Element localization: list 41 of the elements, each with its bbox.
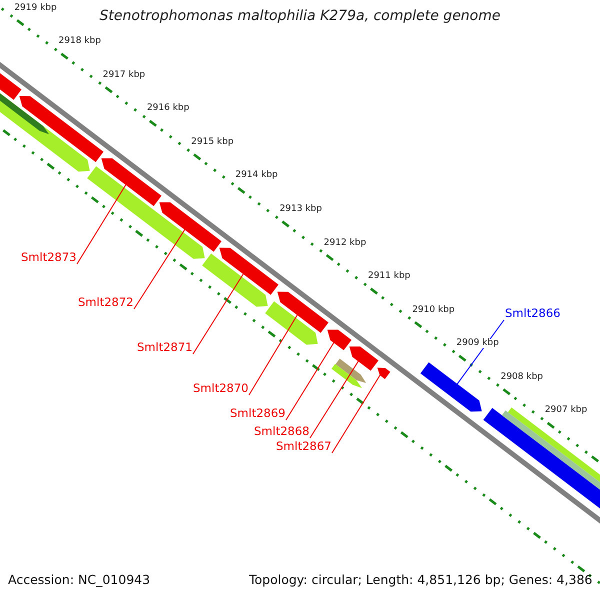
tick-label: 2907 kbp (544, 406, 588, 416)
tick-label: 2919 kbp (13, 4, 58, 13)
gene-label: Smlt2870 (193, 383, 248, 394)
leader-line (134, 228, 186, 310)
tick-label: 2908 kbp (500, 372, 544, 382)
tick-label: 2913 kbp (278, 205, 323, 214)
tick-label: 2914 kbp (234, 171, 279, 180)
leader-line (248, 314, 298, 396)
tick-label: 2912 kbp (322, 238, 368, 248)
footer-text: Topology: circular; Length: 4,851,126 bp; Genes: 4,386 (249, 574, 592, 586)
gene-bar (327, 330, 352, 350)
tick-label: 2916 kbp (146, 104, 190, 114)
gene-bar (349, 346, 378, 371)
tick-label: 2918 kbp (58, 37, 102, 46)
leader-line (286, 342, 334, 420)
gene-bar (377, 368, 390, 380)
leader-line (76, 184, 126, 264)
gene-label: Smlt2872 (78, 297, 134, 308)
leader-line (332, 374, 381, 454)
leader-line (192, 273, 244, 354)
footer-text: Accession: NC_010943 (8, 574, 150, 586)
tick-label: 2910 kbp (411, 306, 456, 315)
gene-bar (101, 158, 162, 206)
leader-line (456, 320, 504, 385)
gene-label: Smlt2871 (137, 342, 192, 354)
gene-label: Smlt2867 (276, 441, 332, 452)
title: Stenotrophomonas maltophilia K279a, complete genome (100, 9, 500, 23)
gene-bar (219, 248, 278, 295)
gene-bar (420, 362, 482, 412)
gene-label: Smlt2869 (230, 408, 286, 420)
gene-bar (277, 292, 328, 333)
tick-label: 2917 kbp (102, 70, 146, 80)
tick-label: 2911 kbp (366, 272, 412, 282)
gene-label: Smlt2873 (21, 252, 76, 264)
gene-bar (19, 96, 104, 162)
leader-line (310, 360, 359, 438)
gene-bar (159, 202, 222, 252)
tick-label: 2909 kbp (455, 339, 500, 348)
tick-label: 2915 kbp (190, 138, 235, 147)
gene-label: Smlt2866 (505, 308, 560, 320)
gene-label: Smlt2868 (254, 426, 310, 438)
